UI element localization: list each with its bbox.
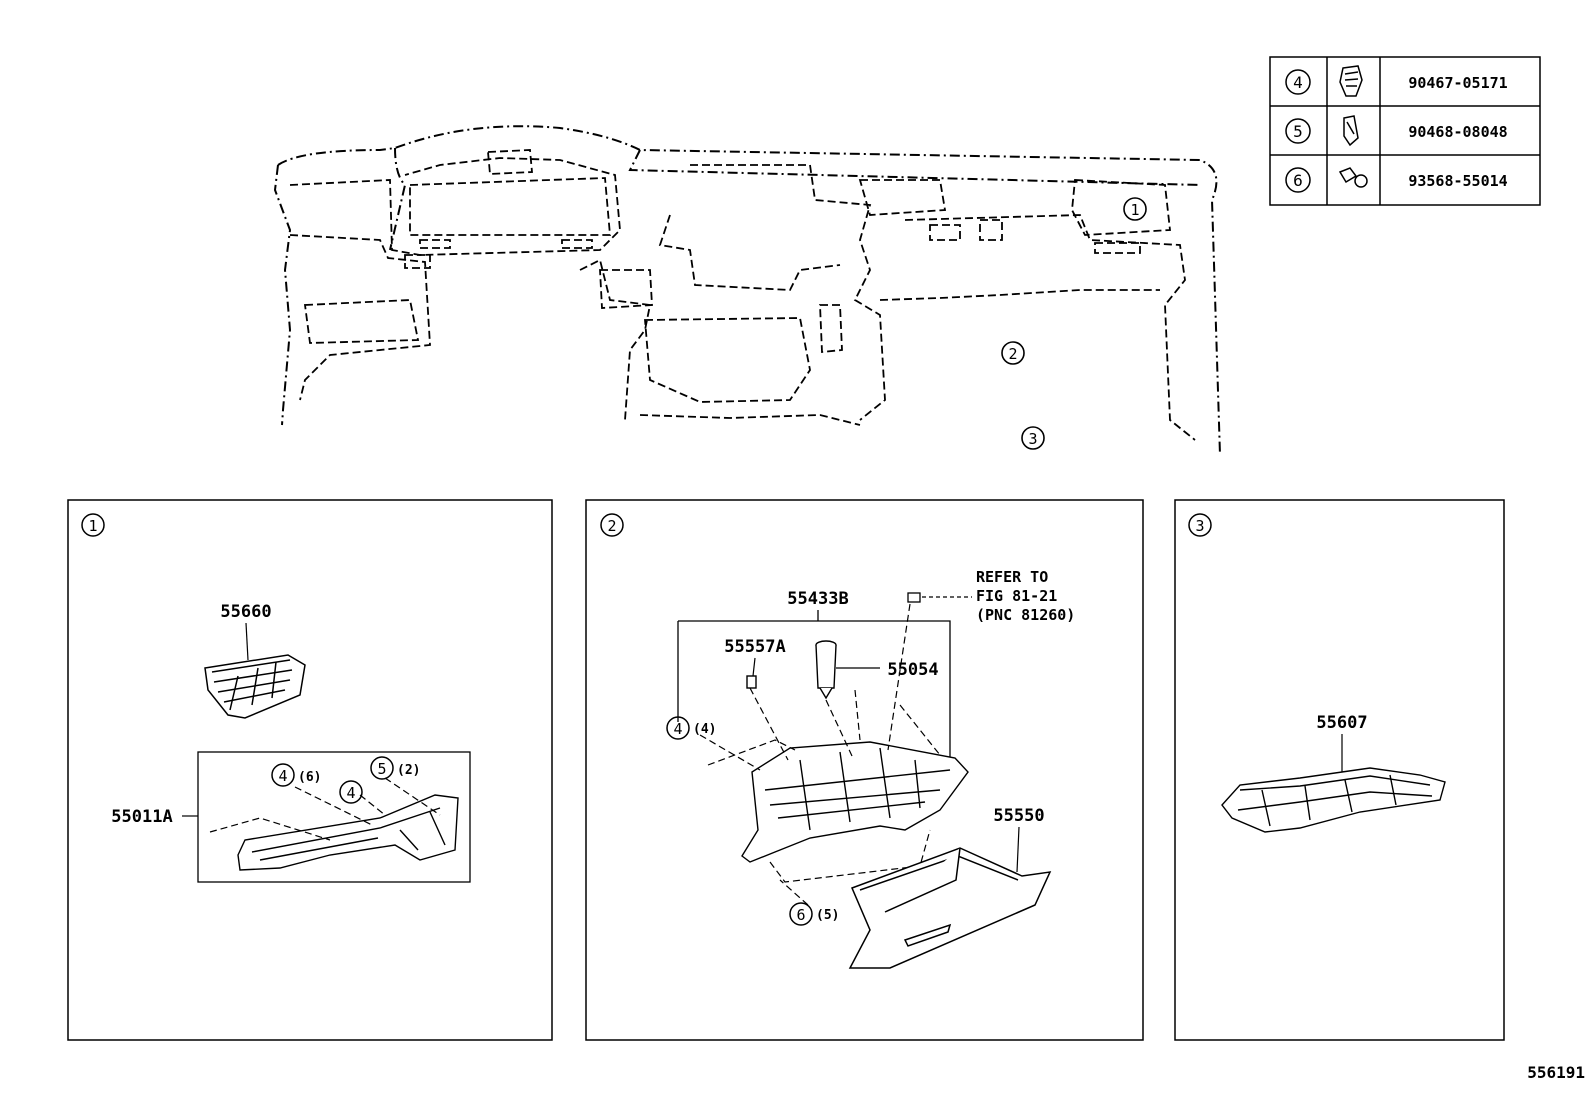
glovebox-part-55550: [848, 847, 1052, 969]
parts-table: [1269, 56, 1541, 206]
callout-4-b: 4: [346, 784, 355, 802]
part-label-55011A: 55011A: [111, 807, 172, 827]
clip-icon: [1343, 115, 1359, 147]
figure-id: 556191: [1527, 1063, 1585, 1082]
part-label-55660: 55660: [220, 602, 271, 622]
part-label-55607: 55607: [1316, 713, 1367, 733]
vent-part-55660: [204, 654, 306, 719]
panel-1-frame: [67, 499, 553, 1041]
bracket-55433B: [677, 610, 951, 760]
overview-callout-1: 1: [1130, 201, 1139, 219]
refer-text-3: (PNC 81260): [976, 606, 1075, 624]
callout-4-a: 4: [278, 767, 287, 785]
dashboard-outline: [273, 125, 1221, 456]
overview-callout-3: 3: [1028, 430, 1037, 448]
table-row-6-part: 93568-55014: [1408, 172, 1507, 190]
table-row-5-part: 90468-08048: [1408, 123, 1507, 141]
panel-2-leaders: [699, 603, 941, 906]
part-label-55054: 55054: [887, 660, 938, 680]
overview-callout-2: 2: [1008, 345, 1017, 363]
part-label-55433B: 55433B: [787, 589, 848, 609]
callout-4-a-qty: (6): [298, 770, 321, 785]
part-label-55550: 55550: [993, 806, 1044, 826]
table-row-5-num: 5: [1293, 122, 1303, 141]
refer-text-2: FIG 81-21: [976, 587, 1057, 605]
table-row-4-part: 90467-05171: [1408, 74, 1507, 92]
pin-part-55557A: [746, 675, 757, 689]
refer-bulb: [907, 592, 921, 603]
garnish-part-55011A: [237, 794, 459, 871]
callout-4-panel2: 4: [673, 720, 682, 738]
callout-6-panel2: 6: [796, 906, 805, 924]
dashboard-inner: [289, 149, 1196, 441]
callout-5: 5: [377, 760, 386, 778]
clip-icon: [1339, 65, 1363, 97]
panel-3-frame: [1174, 499, 1505, 1041]
table-row-6-num: 6: [1293, 171, 1303, 190]
refer-text-1: REFER TO: [976, 568, 1048, 586]
callout-6-panel2-qty: (5): [816, 908, 839, 923]
panel-2-index: 2: [607, 517, 616, 535]
panel-1-index: 1: [88, 517, 97, 535]
part-label-55557A: 55557A: [724, 637, 785, 657]
glovebox-door-55433B: [741, 741, 969, 863]
callout-5-qty: (2): [397, 763, 420, 778]
tray-part-55607: [1221, 767, 1446, 833]
screw-icon: [1338, 167, 1368, 188]
overview-callouts: [1001, 197, 1147, 450]
callout-4-panel2-qty: (4): [693, 722, 716, 737]
table-row-4-num: 4: [1293, 73, 1303, 92]
damper-part-55054: [815, 640, 837, 700]
panel-1-subframe: [197, 751, 471, 883]
panel-3-index: 3: [1195, 517, 1204, 535]
panel-1-leaders: [209, 777, 441, 841]
panel-2-frame: [585, 499, 1144, 1041]
